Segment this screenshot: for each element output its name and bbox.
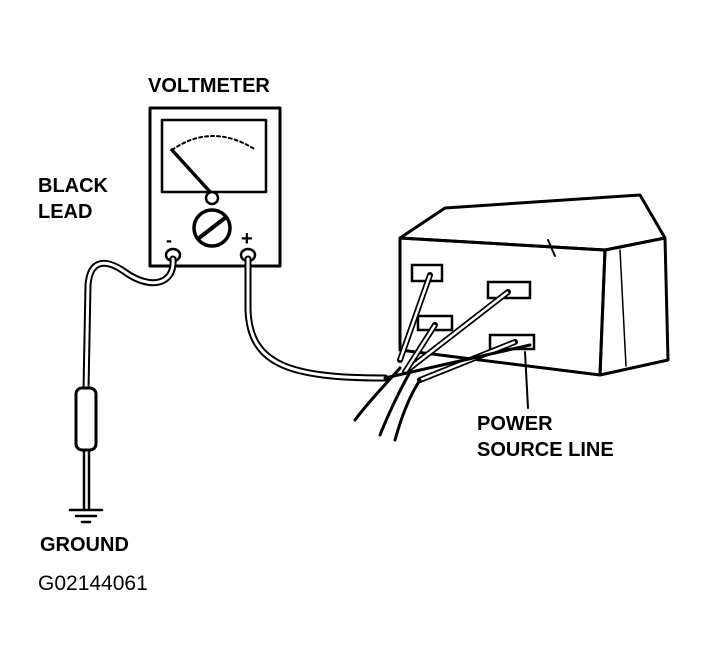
black-lead <box>68 255 177 524</box>
power-source-label-line1: POWER <box>477 413 553 435</box>
minus-sign: - <box>166 230 172 250</box>
black-lead-label-line2: LEAD <box>38 201 92 223</box>
voltmeter-label: VOLTMETER <box>148 75 270 97</box>
voltmeter: - + <box>148 106 282 268</box>
positive-lead <box>244 255 389 382</box>
ground-label: GROUND <box>40 534 129 556</box>
harness-wires <box>353 272 532 442</box>
figure-code: G02144061 <box>38 572 148 595</box>
meter-needle <box>170 148 214 196</box>
power-source-label-line2: SOURCE LINE <box>477 439 614 461</box>
black-lead-label-line1: BLACK <box>38 175 109 197</box>
plus-sign: + <box>241 228 253 250</box>
